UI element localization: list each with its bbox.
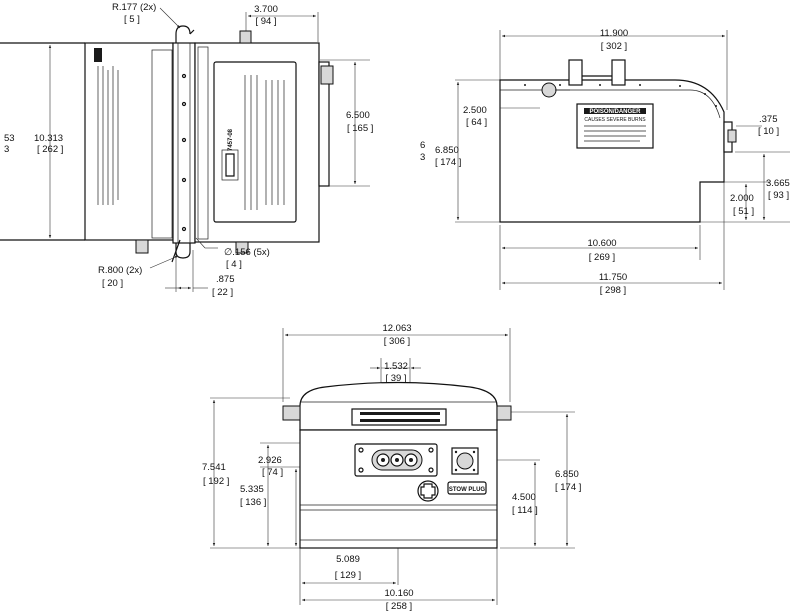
dim-box-height: 6.500: [346, 110, 370, 121]
dim-plug-height: 4.500: [512, 492, 536, 503]
dim-end-offset-mm: [ 129 ]: [335, 570, 361, 581]
dim-front-cutoff-b: 3: [420, 152, 425, 163]
dim-connector-height-mm: [ 74 ]: [262, 467, 283, 478]
dim-end-offset: 5.089: [336, 554, 360, 565]
dim-end-total-height-mm: [ 192 ]: [203, 476, 229, 487]
dim-front-cutoff-a: 6: [420, 140, 425, 151]
dim-front-width: 11.900: [600, 28, 628, 39]
dim-front-height: 6.850: [435, 145, 459, 156]
dim-end-body-height: 6.850: [555, 469, 579, 480]
dim-flange: .875: [216, 274, 235, 285]
end-view: STOW PLUG 12.063 [ 306 ] 1.532 [ 39 ] 7.…: [202, 323, 581, 612]
dim-step: 2.000: [730, 193, 754, 204]
dim-cutoff: 53: [4, 133, 15, 144]
dim-front-overall-mm: [ 298 ]: [600, 285, 626, 296]
dim-connector-width-mm: [ 39 ]: [385, 373, 406, 384]
dim-plug-width: 3.700: [254, 4, 278, 15]
mounting-holes: [181, 73, 187, 232]
signal-connector: [451, 447, 479, 475]
dim-end-body-height-mm: [ 174 ]: [555, 482, 581, 493]
stow-plug-handle: [417, 480, 439, 502]
dim-end-width-mm: [ 306 ]: [384, 336, 410, 347]
side-label-text: [94, 48, 119, 205]
dim-end-total-height: 7.541: [202, 462, 226, 473]
model-number: 7457-08: [228, 128, 234, 151]
dim-boss-mm: [ 64 ]: [466, 117, 487, 128]
dim-front-height-mm: [ 174 ]: [435, 157, 461, 168]
stow-plug-label: STOW PLUG: [449, 487, 486, 493]
dim-cutoff-mm: 3: [4, 144, 9, 155]
vent-slots: [360, 412, 440, 422]
dim-step-mm: [ 51 ]: [733, 206, 754, 217]
dim-tab: .375: [759, 114, 778, 125]
dim-step-total: 3.665: [766, 178, 790, 189]
dim-radius-bottom-mm: [ 20 ]: [102, 278, 123, 289]
dim-radius-top-mm: [ 5 ]: [124, 14, 140, 25]
dim-tab-mm: [ 10 ]: [758, 126, 779, 137]
front-view: POISON/DANGER CAUSES SEVERE BURNS 11.900…: [420, 28, 790, 296]
dim-connector-width: 1.532: [384, 361, 408, 372]
dim-flange-mm: [ 22 ]: [212, 287, 233, 298]
power-connector: [354, 443, 438, 477]
rim-rivets: [524, 84, 717, 107]
dim-mid-height-mm: [ 136 ]: [240, 497, 266, 508]
side-view: 7457-08 R.177 (2x): [0, 2, 373, 298]
side-label-plate: 7457-08: [213, 61, 297, 223]
dim-end-base-mm: [ 258 ]: [386, 601, 412, 612]
warning-label: POISON/DANGER CAUSES SEVERE BURNS: [576, 103, 654, 149]
warning-subtitle: CAUSES SEVERE BURNS: [584, 117, 646, 123]
warning-title: POISON/DANGER: [589, 109, 641, 115]
dim-boss: 2.500: [463, 105, 487, 116]
dim-connector-height: 2.926: [258, 455, 282, 466]
dim-front-width-mm: [ 302 ]: [601, 41, 627, 52]
dim-plug-width-mm: [ 94 ]: [255, 16, 276, 27]
dim-side-height-mm: [ 262 ]: [37, 144, 63, 155]
dim-front-base: 10.600: [587, 238, 616, 249]
dim-plug-height-mm: [ 114 ]: [512, 505, 538, 516]
dim-box-height-mm: [ 165 ]: [347, 123, 373, 134]
dim-front-base-mm: [ 269 ]: [589, 252, 615, 263]
dim-mid-height: 5.335: [240, 484, 264, 495]
dim-hole-mm: [ 4 ]: [226, 259, 242, 270]
dim-end-width: 12.063: [382, 323, 411, 334]
dim-end-base: 10.160: [384, 588, 413, 599]
dim-hole: ∅.156 (5x): [224, 247, 270, 258]
dim-radius-bottom: R.800 (2x): [98, 265, 142, 276]
dim-front-overall: 11.750: [599, 272, 627, 283]
dim-side-height: 10.313: [34, 133, 63, 144]
dim-radius-top: R.177 (2x): [112, 2, 156, 13]
dim-step-total-mm: [ 93 ]: [768, 190, 789, 201]
